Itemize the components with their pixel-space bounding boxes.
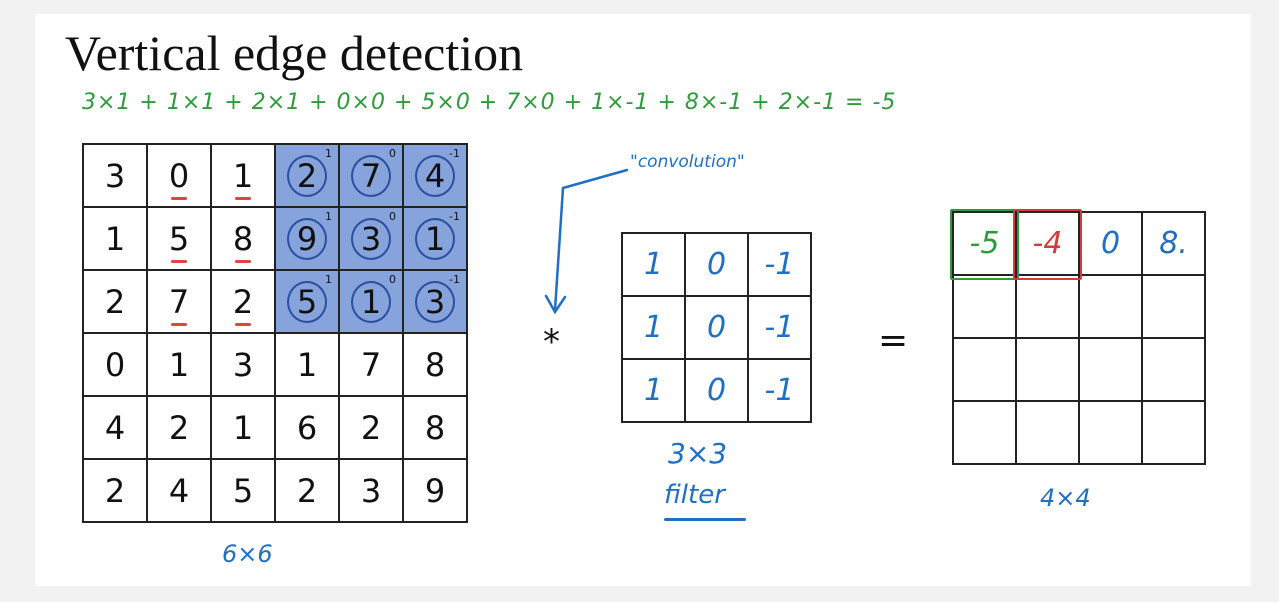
filter-row: 1 0 -1	[621, 232, 812, 297]
input-cell: 2	[338, 395, 404, 460]
input-cell: 7	[338, 332, 404, 397]
output-cell	[952, 400, 1017, 465]
filter-cell: 1	[621, 358, 686, 423]
input-cell: 3	[210, 332, 276, 397]
output-cell	[952, 337, 1017, 402]
filter-weight: 0	[389, 210, 396, 223]
output-row	[952, 400, 1206, 465]
output-cell	[1078, 400, 1143, 465]
filter-cell: 1	[621, 295, 686, 360]
output-cell: 0	[1078, 211, 1143, 276]
output-cell	[1015, 337, 1080, 402]
output-cell	[1015, 400, 1080, 465]
output-cell	[1141, 274, 1206, 339]
filter-label-underline	[664, 518, 746, 521]
output-row	[952, 274, 1206, 339]
output-cell: -5	[950, 209, 1019, 280]
filter-cell: 0	[684, 358, 749, 423]
filter-cell: 1	[621, 232, 686, 297]
input-cell: 6	[274, 395, 340, 460]
convolution-equation: 3×1 + 1×1 + 2×1 + 0×0 + 5×0 + 7×0 + 1×-1…	[82, 90, 897, 115]
output-matrix: -5 -4 0 8.	[950, 209, 1206, 465]
input-cell: 4	[82, 395, 148, 460]
input-cell-highlighted: 3-1	[402, 269, 468, 334]
convolution-operator: *	[543, 322, 560, 362]
input-cell: 1	[82, 206, 148, 271]
filter-cell: -1	[747, 232, 812, 297]
output-cell: -4	[1013, 209, 1082, 280]
filter-weight: -1	[449, 273, 460, 286]
input-cell: 2	[82, 269, 148, 334]
input-cell: 1	[210, 395, 276, 460]
filter-weight: -1	[449, 147, 460, 160]
input-row: 4 2 1 6 2 8	[82, 395, 468, 460]
input-cell: 9	[402, 458, 468, 523]
filter-weight: 0	[389, 273, 396, 286]
input-row: 2 4 5 2 3 9	[82, 458, 468, 523]
input-cell: 2	[274, 458, 340, 523]
input-row: 0 1 3 1 7 8	[82, 332, 468, 397]
input-cell: 2	[82, 458, 148, 523]
filter-name-label: filter	[664, 480, 725, 510]
convolution-note: "convolution"	[630, 152, 745, 172]
output-cell	[1078, 274, 1143, 339]
input-cell: 7	[146, 269, 212, 334]
input-cell-highlighted: 4-1	[402, 143, 468, 208]
output-cell	[1078, 337, 1143, 402]
filter-row: 1 0 -1	[621, 295, 812, 360]
input-cell: 0	[146, 143, 212, 208]
filter-matrix: 1 0 -1 1 0 -1 1 0 -1	[621, 232, 812, 423]
input-cell: 1	[146, 332, 212, 397]
filter-cell: 0	[684, 232, 749, 297]
filter-cell: 0	[684, 295, 749, 360]
input-cell: 5	[146, 206, 212, 271]
equals-operator: =	[878, 320, 909, 361]
input-cell: 4	[146, 458, 212, 523]
output-cell	[952, 274, 1017, 339]
output-size-label: 4×4	[1040, 484, 1091, 512]
input-cell: 1	[210, 143, 276, 208]
filter-weight: 1	[325, 210, 332, 223]
input-cell: 8	[402, 332, 468, 397]
input-cell: 8	[210, 206, 276, 271]
input-cell: 2	[210, 269, 276, 334]
output-cell: 8.	[1141, 211, 1206, 276]
input-cell: 1	[274, 332, 340, 397]
output-cell	[1141, 400, 1206, 465]
filter-weight: 1	[325, 273, 332, 286]
output-cell	[1141, 337, 1206, 402]
output-cell	[1015, 274, 1080, 339]
filter-weight: 1	[325, 147, 332, 160]
input-cell: 3	[82, 143, 148, 208]
filter-cell: -1	[747, 358, 812, 423]
filter-row: 1 0 -1	[621, 358, 812, 423]
output-row	[952, 337, 1206, 402]
output-row: -5 -4 0 8.	[950, 209, 1206, 280]
input-cell: 3	[338, 458, 404, 523]
filter-size-label: 3×3	[668, 437, 728, 470]
filter-weight: -1	[449, 210, 460, 223]
input-cell: 0	[82, 332, 148, 397]
input-cell: 5	[210, 458, 276, 523]
filter-cell: -1	[747, 295, 812, 360]
arrow-icon	[544, 168, 629, 315]
input-cell-highlighted: 1-1	[402, 206, 468, 271]
filter-weight: 0	[389, 147, 396, 160]
input-size-label: 6×6	[222, 540, 273, 568]
input-cell: 8	[402, 395, 468, 460]
slide-title: Vertical edge detection	[65, 25, 524, 81]
input-cell: 2	[146, 395, 212, 460]
